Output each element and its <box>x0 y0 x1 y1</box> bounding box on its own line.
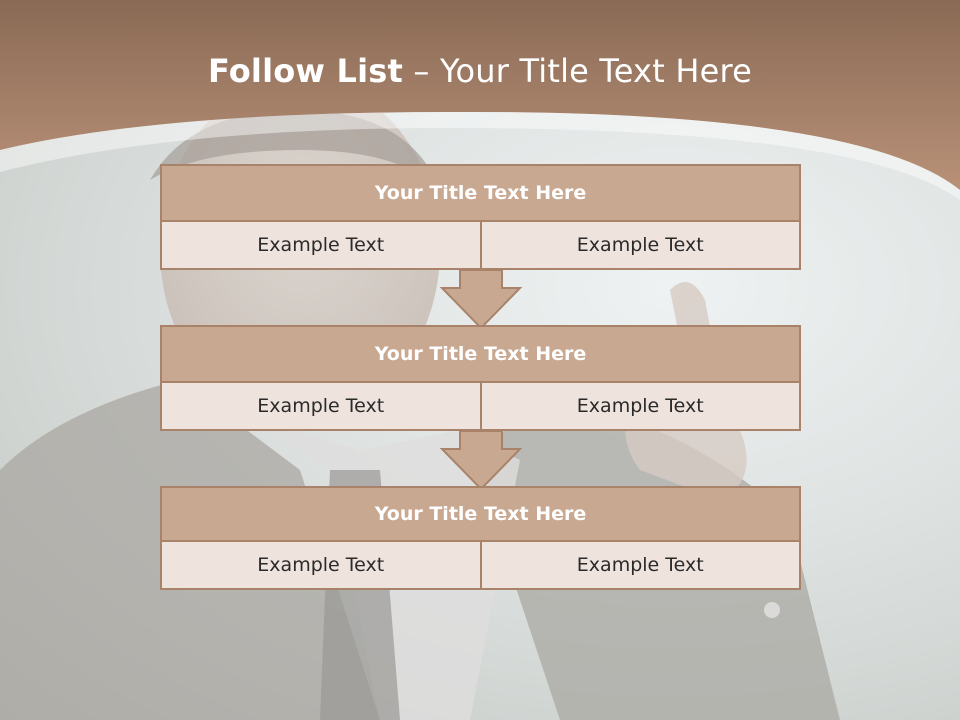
down-arrow-icon <box>440 270 522 330</box>
step-cell: Example Text <box>162 383 480 429</box>
step-cell: Example Text <box>162 542 480 588</box>
step-cell: Example Text <box>479 222 799 268</box>
step-box: Your Title Text Here Example Text Exampl… <box>160 164 801 270</box>
down-arrow-icon <box>440 431 522 491</box>
step-heading: Your Title Text Here <box>160 164 801 222</box>
step-heading: Your Title Text Here <box>160 325 801 383</box>
step-cell: Example Text <box>479 542 799 588</box>
step-box: Your Title Text Here Example Text Exampl… <box>160 325 801 431</box>
slide-title: Follow List – Your Title Text Here <box>0 52 960 90</box>
step-row: Example Text Example Text <box>160 222 801 270</box>
step-row: Example Text Example Text <box>160 383 801 431</box>
step-cell: Example Text <box>479 383 799 429</box>
header-band <box>0 0 960 200</box>
step-box: Your Title Text Here Example Text Exampl… <box>160 486 801 590</box>
step-cell: Example Text <box>162 222 480 268</box>
step-heading: Your Title Text Here <box>160 486 801 542</box>
slide-title-rest: – Your Title Text Here <box>403 52 753 90</box>
step-row: Example Text Example Text <box>160 542 801 590</box>
slide-title-bold: Follow List <box>207 52 404 90</box>
